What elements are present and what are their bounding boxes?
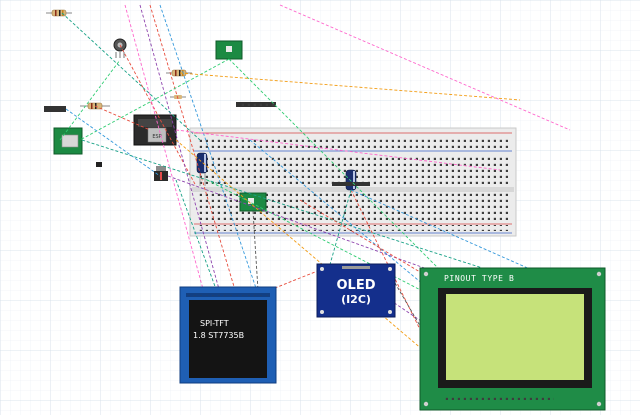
spi-tft-display[interactable]: SPI-TFT 1.8 ST7735B	[179, 286, 277, 384]
lcd-title: PINOUT TYPE B	[444, 274, 514, 283]
voltage-regulator[interactable]	[154, 166, 168, 181]
small-chip-left[interactable]	[96, 162, 102, 167]
capacitor-left[interactable]	[196, 152, 208, 186]
usb-module[interactable]	[53, 127, 83, 155]
oled-label-line1: OLED	[336, 278, 375, 293]
capacitor-right[interactable]	[332, 169, 370, 191]
resistor-small[interactable]	[170, 95, 186, 99]
green-module-top[interactable]	[215, 40, 243, 60]
lcd-module[interactable]: PINOUT TYPE B	[419, 267, 606, 411]
pin-header-right[interactable]	[236, 102, 276, 107]
esp-module[interactable]: ESP	[133, 114, 177, 146]
oled-module[interactable]: OLED (I2C)	[316, 263, 396, 318]
oled-label-line2: (I2C)	[341, 293, 371, 306]
resistor-top[interactable]	[46, 9, 72, 17]
pin-header-left[interactable]	[44, 106, 66, 112]
tft-label-line1: SPI-TFT	[200, 319, 229, 328]
tft-label-line2: 1.8 ST7735B	[193, 331, 244, 340]
potentiometer[interactable]	[113, 38, 127, 58]
esp-chip-label: ESP	[152, 134, 161, 140]
